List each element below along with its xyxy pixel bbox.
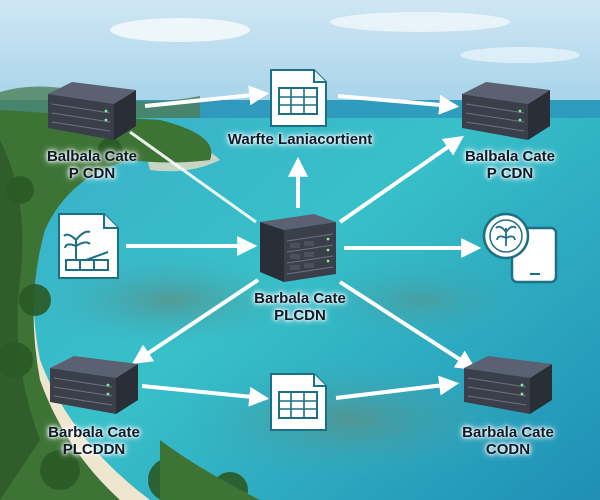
server-label-top-right: Balbala Cate P CDN bbox=[464, 148, 556, 182]
arrow-document-bottom-to-server-bottom-right bbox=[335, 375, 460, 400]
arrow-document-top-to-server-top-right bbox=[337, 94, 460, 115]
arrow-center-to-server-bottom-left bbox=[132, 278, 260, 364]
server-label-top-left: Balbala Cate P CDN bbox=[46, 148, 138, 182]
server-icon-top-right bbox=[462, 82, 550, 140]
server-label-bottom-left: Barbala Cate PLCDDN bbox=[48, 424, 140, 458]
server-label-bottom-right: Barbala Cate CODN bbox=[462, 424, 554, 458]
spreadsheet-document-icon-bottom bbox=[270, 373, 327, 431]
arrow-server-bottom-left-to-document-bottom bbox=[141, 384, 270, 407]
server-icon-bottom-left bbox=[50, 356, 138, 414]
server-label-center: Barbala Cate PLCDN bbox=[254, 290, 346, 324]
server-icon-center bbox=[260, 214, 336, 282]
server-icon-bottom-right bbox=[464, 356, 552, 414]
arrow-server-top-left-to-document-top bbox=[144, 85, 270, 108]
document-label-top: Warfte Laniacortient bbox=[227, 131, 373, 148]
spreadsheet-document-icon-top bbox=[270, 69, 327, 127]
landscape-document-icon-left bbox=[58, 213, 119, 279]
arrow-center-to-server-bottom-right bbox=[338, 280, 477, 370]
arrow-center-to-server-top-right bbox=[338, 135, 464, 224]
server-icon-top-left bbox=[48, 82, 136, 140]
certificate-tablet-icon-right bbox=[482, 212, 558, 284]
connector-server-top-left-to-center bbox=[129, 130, 257, 224]
